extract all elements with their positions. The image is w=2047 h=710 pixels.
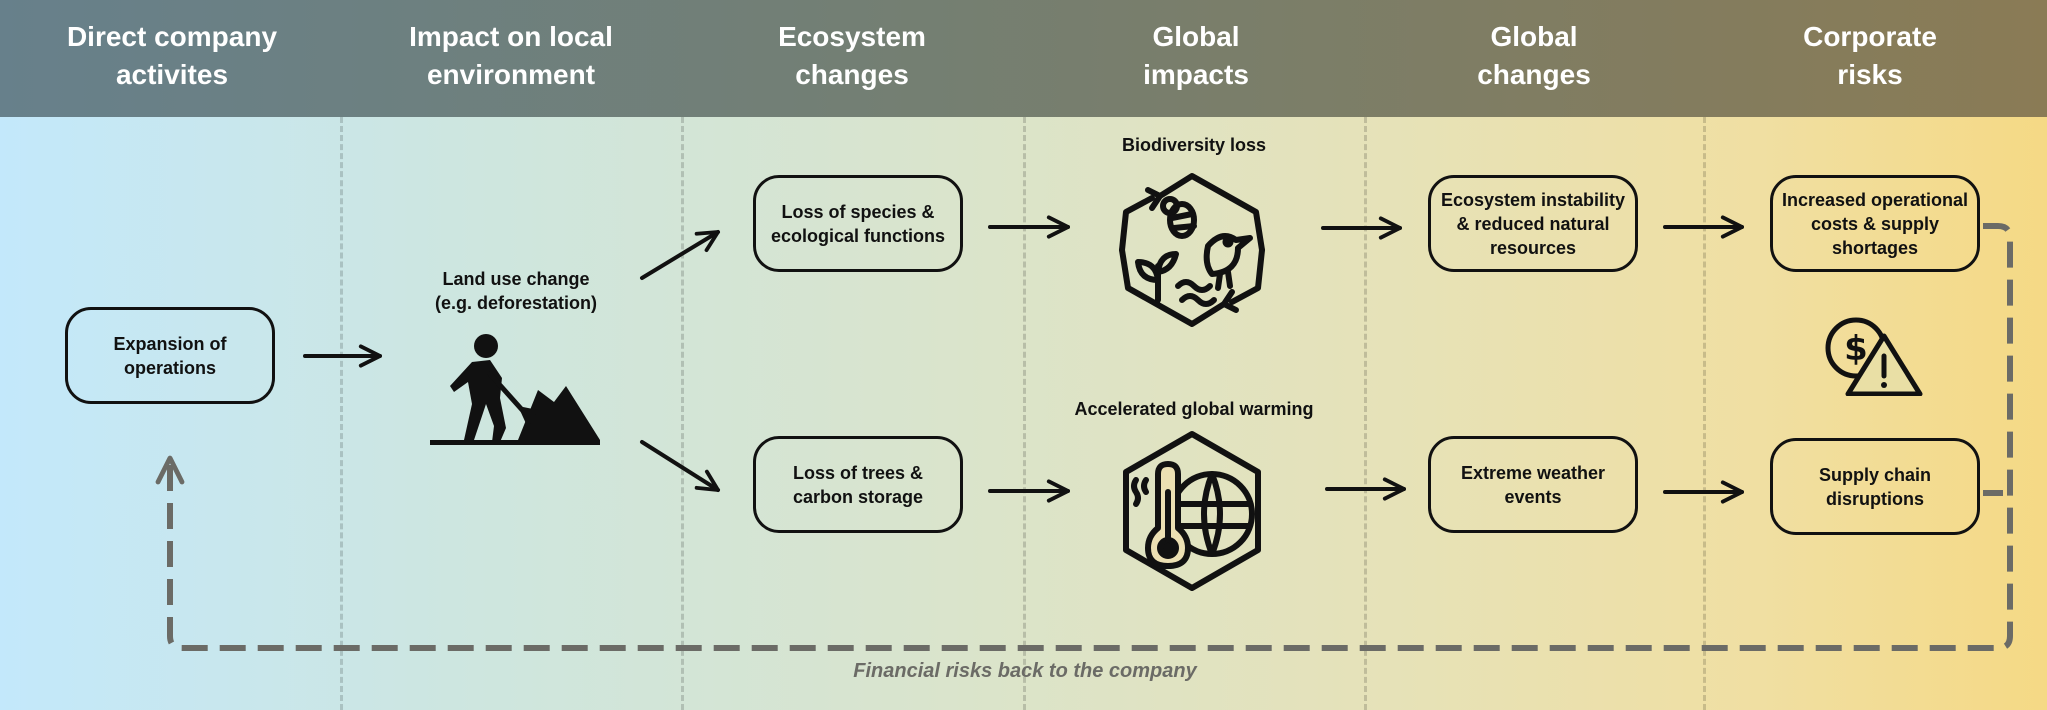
financial-risk-icon: $: [1825, 317, 1923, 396]
header-bar: Direct company activites Impact on local…: [0, 0, 2047, 117]
feedback-loop-line: [155, 223, 2013, 651]
svg-text:$: $: [1844, 329, 1868, 369]
column-title-global-impacts: Global impacts: [1143, 21, 1249, 90]
column-title-global-changes: Global changes: [1477, 21, 1591, 90]
column-divider: [340, 117, 343, 710]
column-title-direct-activities: Direct company activites: [66, 21, 278, 90]
feedback-label: Financial risks back to the company: [853, 660, 1197, 682]
node-loss-of-trees: Loss of trees & carbon storage: [753, 436, 963, 533]
construction-worker-icon: [430, 334, 600, 445]
arrow-landuse-to-trees: [640, 440, 720, 492]
arrow-landuse-to-species: [640, 230, 720, 280]
column-title-corporate-risks: Corporate risks: [1803, 21, 1937, 90]
biodiversity-icon: [1119, 173, 1265, 327]
column-divider: [1364, 117, 1367, 710]
label-accelerated-warming: Accelerated global warming: [1074, 399, 1314, 419]
column-title-local-impact: Impact on local environment: [409, 21, 613, 90]
label-land-use-change: Land use change (e.g. deforestation): [434, 269, 597, 313]
node-supply-chain: Supply chain disruptions: [1770, 438, 1980, 535]
column-divider: [681, 117, 684, 710]
node-ecosystem-instability: Ecosystem instability & reduced natural …: [1428, 175, 1638, 272]
climate-thermometer-globe-icon: [1123, 431, 1261, 591]
node-loss-of-species: Loss of species & ecological functions: [753, 175, 963, 272]
column-title-ecosystem-changes: Ecosystem changes: [778, 21, 926, 90]
column-divider: [1023, 117, 1026, 710]
column-divider: [1703, 117, 1706, 710]
node-extreme-weather: Extreme weather events: [1428, 436, 1638, 533]
node-expansion-of-operations: Expansion of operations: [65, 307, 275, 404]
label-biodiversity-loss: Biodiversity loss: [1121, 135, 1267, 155]
node-increased-costs: Increased operational costs & supply sho…: [1770, 175, 1980, 272]
